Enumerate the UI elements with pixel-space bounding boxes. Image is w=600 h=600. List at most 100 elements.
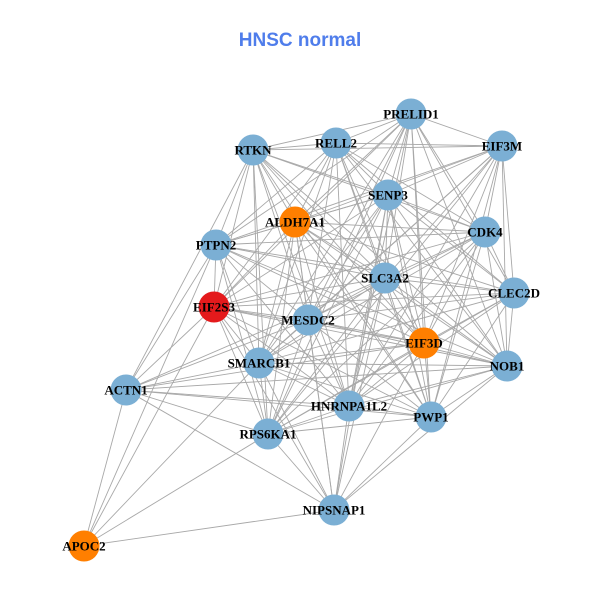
edge-ptpn2-nob1 — [215, 244, 508, 367]
edge-mesdc2-eif3d — [307, 319, 425, 344]
node-label: NOB1 — [490, 359, 525, 374]
node-senp3[interactable]: SENP3 — [368, 179, 408, 211]
edge-actn1-rps6ka1 — [125, 389, 269, 435]
node-label: MESDC2 — [281, 313, 334, 328]
node-rtkn[interactable]: RTKN — [234, 134, 272, 166]
node-label: HNRNPA1L2 — [311, 399, 387, 414]
edge-rell2-clec2d — [335, 142, 515, 294]
edge-smarcb1-nob1 — [258, 362, 508, 367]
edge-rps6ka1-apoc2 — [83, 433, 269, 547]
edge-eif2s3-actn1 — [125, 306, 215, 391]
edge-slc3a2-actn1 — [125, 277, 386, 391]
node-circle — [292, 304, 324, 336]
edge-slc3a2-pwp1 — [384, 277, 432, 418]
edge-senp3-eif2s3 — [213, 194, 389, 308]
edge-cdk4-eif3d — [423, 231, 486, 344]
node-label: CDK4 — [467, 225, 503, 240]
edge-smarcb1-actn1 — [125, 362, 260, 391]
node-rell2[interactable]: RELL2 — [315, 127, 357, 159]
edge-ptpn2-smarcb1 — [215, 244, 260, 364]
edge-slc3a2-rps6ka1 — [267, 277, 386, 435]
node-circle — [415, 401, 447, 433]
edge-nipsnap1-apoc2 — [83, 509, 335, 547]
edge-clec2d-mesdc2 — [307, 292, 515, 321]
edge-ptpn2-apoc2 — [83, 244, 217, 547]
node-circle — [469, 216, 501, 248]
edge-ptpn2-eif3d — [215, 244, 425, 344]
node-label: EIF3D — [405, 336, 443, 351]
node-eif2s3[interactable]: EIF2S3 — [193, 291, 235, 323]
edge-cdk4-rps6ka1 — [267, 231, 486, 435]
edge-cdk4-hnrnpa1l2 — [348, 231, 486, 407]
edge-eif3d-nipsnap1 — [333, 342, 425, 511]
edge-actn1-hnrnpa1l2 — [125, 389, 350, 407]
edge-slc3a2-nipsnap1 — [333, 277, 386, 511]
node-aldh7a1[interactable]: ALDH7A1 — [265, 206, 325, 238]
node-eif3d[interactable]: EIF3D — [405, 327, 443, 359]
edge-ptpn2-clec2d — [215, 244, 515, 294]
edge-cdk4-smarcb1 — [258, 231, 486, 364]
edge-eif3d-actn1 — [125, 342, 425, 391]
node-pwp1[interactable]: PWP1 — [413, 401, 449, 433]
edge-rell2-eif3m — [335, 142, 503, 147]
node-label: CLEC2D — [488, 286, 540, 301]
edge-rtkn-cdk4 — [252, 149, 486, 233]
edge-smarcb1-apoc2 — [83, 362, 260, 547]
node-circle — [68, 530, 100, 562]
node-label: PRELID1 — [383, 107, 439, 122]
node-rps6ka1[interactable]: RPS6KA1 — [239, 418, 297, 450]
node-label: PWP1 — [413, 410, 448, 425]
edge-senp3-clec2d — [387, 194, 515, 294]
node-apoc2[interactable]: APOC2 — [62, 530, 106, 562]
edge-nob1-rps6ka1 — [267, 365, 508, 435]
node-circle — [110, 374, 142, 406]
node-actn1[interactable]: ACTN1 — [104, 374, 148, 406]
node-nob1[interactable]: NOB1 — [490, 350, 525, 382]
edge-rtkn-actn1 — [125, 149, 254, 391]
edge-aldh7a1-nob1 — [294, 221, 508, 367]
edge-eif2s3-pwp1 — [213, 306, 432, 418]
node-circle — [318, 494, 350, 526]
edge-prelid1-cdk4 — [410, 113, 486, 233]
node-circle — [408, 327, 440, 359]
edge-clec2d-pwp1 — [430, 292, 515, 418]
edge-mesdc2-pwp1 — [307, 319, 432, 418]
edge-pwp1-nipsnap1 — [333, 416, 432, 511]
edge-slc3a2-nob1 — [384, 277, 508, 367]
edge-eif3m-senp3 — [387, 145, 503, 196]
node-label: NIPSNAP1 — [303, 503, 366, 518]
edge-mesdc2-nipsnap1 — [307, 319, 335, 511]
edge-cdk4-ptpn2 — [215, 231, 486, 246]
edge-hnrnpa1l2-nipsnap1 — [333, 405, 350, 511]
edge-prelid1-nob1 — [410, 113, 508, 367]
node-eif3m[interactable]: EIF3M — [482, 130, 522, 162]
edge-rtkn-nob1 — [252, 149, 508, 367]
node-hnrnpa1l2[interactable]: HNRNPA1L2 — [311, 390, 387, 422]
edge-aldh7a1-cdk4 — [294, 221, 486, 233]
node-prelid1[interactable]: PRELID1 — [383, 98, 439, 130]
edge-cdk4-nob1 — [484, 231, 508, 367]
edge-cdk4-eif2s3 — [213, 231, 486, 308]
node-mesdc2[interactable]: MESDC2 — [281, 304, 335, 336]
edge-eif3m-pwp1 — [430, 145, 503, 418]
node-smarcb1[interactable]: SMARCB1 — [228, 347, 291, 379]
edge-eif2s3-rps6ka1 — [213, 306, 269, 435]
edge-eif2s3-nipsnap1 — [213, 306, 335, 511]
node-label: SENP3 — [368, 188, 408, 203]
edge-smarcb1-nipsnap1 — [258, 362, 335, 511]
node-ptpn2[interactable]: PTPN2 — [196, 229, 236, 261]
node-circle — [333, 390, 365, 422]
node-nipsnap1[interactable]: NIPSNAP1 — [303, 494, 366, 526]
edge-mesdc2-actn1 — [125, 319, 309, 391]
node-clec2d[interactable]: CLEC2D — [488, 277, 540, 309]
node-label: RTKN — [234, 143, 272, 158]
node-label: PTPN2 — [196, 238, 236, 253]
node-slc3a2[interactable]: SLC3A2 — [361, 262, 409, 294]
node-cdk4[interactable]: CDK4 — [467, 216, 503, 248]
edge-prelid1-ptpn2 — [215, 113, 412, 246]
edge-ptpn2-mesdc2 — [215, 244, 309, 321]
edge-actn1-pwp1 — [125, 389, 432, 418]
node-circle — [243, 347, 275, 379]
